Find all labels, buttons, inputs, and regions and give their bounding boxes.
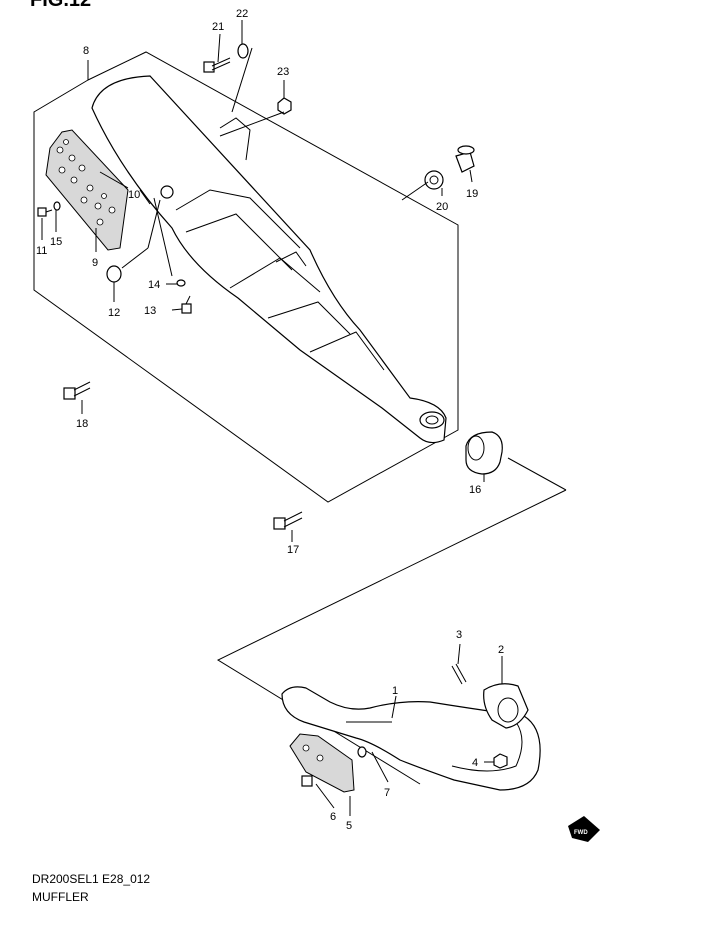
callout-14: 14 (148, 279, 160, 291)
callout-15: 15 (50, 236, 62, 248)
callout-11: 11 (36, 245, 47, 257)
bolt-18 (63, 381, 91, 400)
fwd-label: FWD (574, 830, 588, 836)
callout-22: 22 (236, 8, 248, 20)
callout-16: 16 (469, 484, 481, 496)
lower-frame (216, 489, 567, 785)
diagram-code: DR200SEL1 E28_012 (32, 872, 151, 886)
bolt-6 (301, 775, 313, 787)
callout-2: 2 (498, 644, 504, 656)
nut-4 (493, 753, 508, 769)
callout-labels: 22 21 8 23 19 20 10 11 15 9 14 12 13 18 … (36, 8, 504, 832)
bracket-5 (289, 733, 355, 793)
washer-22 (237, 43, 249, 59)
callout-19: 19 (466, 188, 478, 200)
diagram-title: MUFFLER (32, 890, 89, 904)
callout-10: 10 (128, 189, 140, 201)
callout-1: 1 (392, 685, 398, 697)
gasket-leader (507, 457, 567, 491)
callout-3: 3 (456, 629, 462, 641)
screw-11 (37, 207, 53, 217)
exhaust-pipe (281, 686, 541, 791)
callout-9: 9 (92, 257, 98, 269)
callout-12: 12 (108, 307, 120, 319)
washer-7 (357, 746, 367, 758)
stud-3 (451, 663, 467, 685)
callout-7: 7 (384, 787, 390, 799)
callout-4: 4 (472, 757, 478, 769)
gasket-16 (465, 431, 503, 475)
leader-lines (41, 20, 503, 816)
callout-18: 18 (76, 418, 88, 430)
muffler-body (91, 75, 447, 444)
clamp-2 (483, 683, 529, 729)
callout-21: 21 (212, 21, 224, 33)
heat-shield (45, 129, 129, 251)
washer-15 (53, 201, 61, 211)
collar-20 (424, 170, 444, 190)
callout-13: 13 (144, 305, 156, 317)
muffler-assembly-frame (33, 51, 459, 503)
callout-23: 23 (277, 66, 289, 78)
nut-23 (277, 97, 292, 115)
callout-5: 5 (346, 820, 352, 832)
fwd-arrow-icon: FWD (568, 816, 600, 842)
callout-17: 17 (287, 544, 299, 556)
bolt-17 (273, 511, 303, 530)
callout-6: 6 (330, 811, 336, 823)
washer-14 (176, 279, 186, 287)
callout-8: 8 (83, 45, 89, 57)
bolt-13 (181, 295, 192, 314)
figure-label: FIG.12 (30, 0, 91, 11)
callout-20: 20 (436, 201, 448, 213)
bolt-21 (203, 57, 231, 73)
grommet-12 (106, 265, 122, 283)
bolt-19 (455, 145, 475, 173)
